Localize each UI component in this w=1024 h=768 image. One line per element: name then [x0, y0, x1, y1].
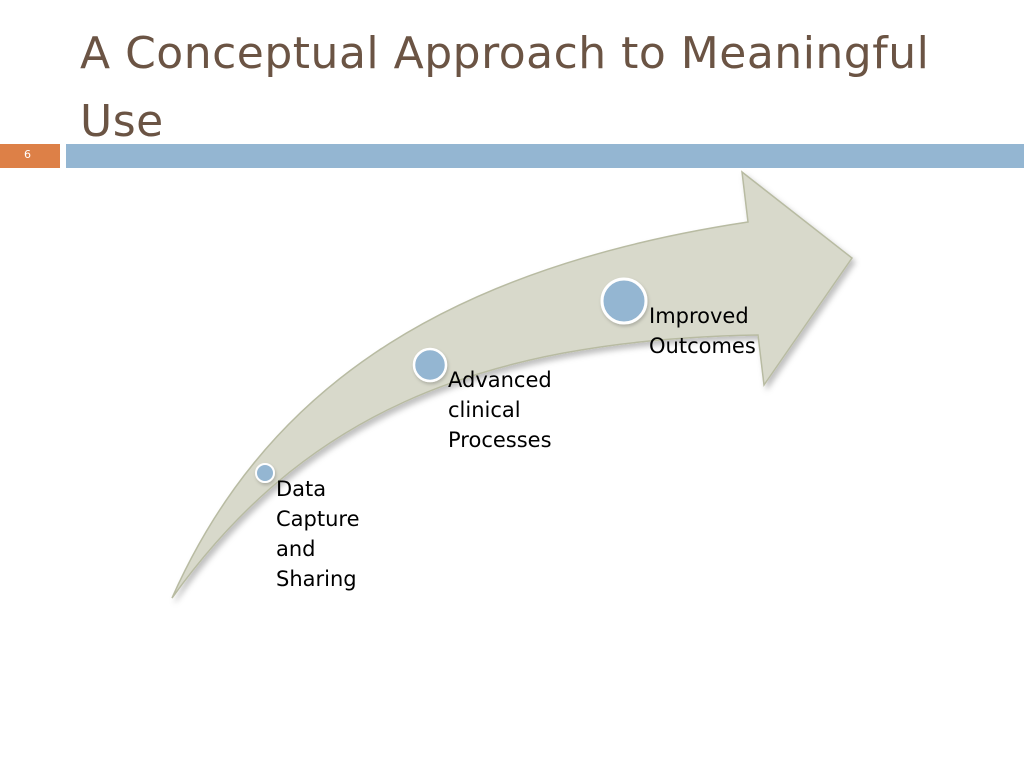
node-label-improved-outcomes: Improved Outcomes: [649, 304, 756, 358]
node-label-advanced-clinical: Advanced clinical Processes: [448, 368, 552, 452]
slide-number-box: 6: [0, 144, 60, 168]
node-label-data-capture: Data Capture and Sharing: [276, 477, 360, 591]
node-marker-data-capture: [255, 463, 275, 483]
title-accent-bar: [66, 144, 1024, 168]
slide-number: 6: [24, 148, 31, 161]
slide-title: A Conceptual Approach to Meaningful Use: [80, 28, 930, 147]
node-marker-improved-outcomes: [600, 277, 648, 325]
node-marker-advanced-clinical: [412, 347, 448, 383]
curved-arrow-shape: [171, 170, 854, 599]
